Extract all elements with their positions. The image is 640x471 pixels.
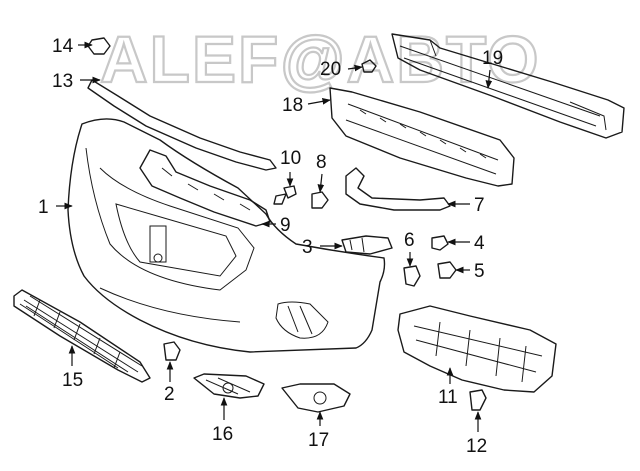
callout-19: 19 xyxy=(482,48,503,69)
callout-8: 8 xyxy=(316,152,327,173)
callout-2: 2 xyxy=(164,384,175,405)
leader-8 xyxy=(317,173,325,193)
callout-18: 18 xyxy=(282,95,303,116)
part-18-absorber xyxy=(329,87,515,187)
part-11-undercover xyxy=(397,305,557,393)
callout-17: 17 xyxy=(308,430,329,451)
callout-14: 14 xyxy=(52,36,74,57)
callout-5: 5 xyxy=(474,261,485,282)
callout-7: 7 xyxy=(474,195,485,216)
callout-15: 15 xyxy=(62,370,83,391)
leader-18 xyxy=(307,98,331,105)
callout-12: 12 xyxy=(466,436,487,457)
callout-6: 6 xyxy=(404,230,415,251)
part-7-bracket xyxy=(345,167,451,211)
part-3-clip xyxy=(341,235,393,255)
part-16-fog-cover xyxy=(193,373,265,399)
callout-16: 16 xyxy=(212,424,233,445)
part-13-strip xyxy=(87,79,277,171)
fastener-10-screw xyxy=(273,185,297,205)
callout-13: 13 xyxy=(52,71,73,92)
callout-11: 11 xyxy=(438,387,458,408)
part-9-bracket xyxy=(139,149,271,227)
leader-19 xyxy=(485,69,493,89)
leader-lines xyxy=(56,41,493,432)
callout-3: 3 xyxy=(302,237,313,258)
part-1-bumper-cover xyxy=(67,118,386,353)
callout-20: 20 xyxy=(320,59,341,80)
fastener-8-bolt xyxy=(311,191,329,209)
fastener-6-clip xyxy=(403,265,421,287)
watermark-logo: ALEF@ABTO xyxy=(100,22,540,96)
fastener-20-bolt xyxy=(361,59,377,73)
leader-20 xyxy=(347,64,363,72)
fastener-5-bolt xyxy=(437,261,457,279)
callout-4: 4 xyxy=(474,233,485,254)
fastener-4-screw xyxy=(431,235,449,251)
callout-10: 10 xyxy=(280,148,301,169)
part-15-grille xyxy=(13,289,151,383)
callouts: 14 13 20 19 18 10 8 7 1 9 3 6 4 5 15 2 1… xyxy=(38,36,503,457)
fastener-2-clip xyxy=(163,341,181,361)
part-17-fog-cover xyxy=(281,383,351,413)
fastener-12-screw xyxy=(469,389,487,411)
callout-9: 9 xyxy=(280,215,291,236)
part-19-beam xyxy=(391,33,625,139)
callout-1: 1 xyxy=(38,197,49,218)
